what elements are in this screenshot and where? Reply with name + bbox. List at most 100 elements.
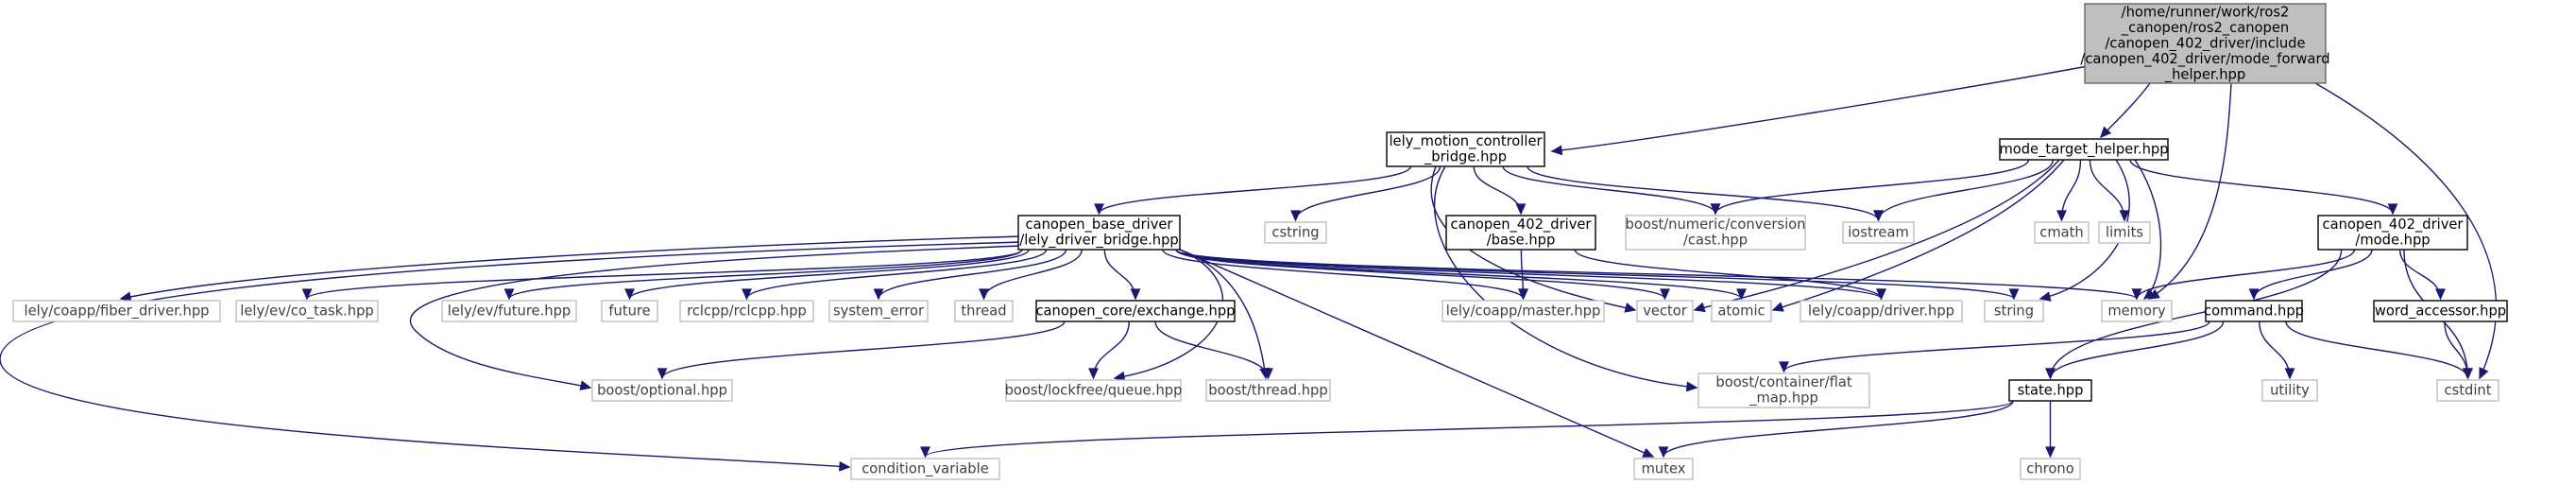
edge-line [1154, 320, 1270, 379]
edge-arrowhead [2045, 368, 2056, 380]
edge-arrowhead [979, 288, 989, 301]
edge-state-to-condvar [920, 400, 2014, 459]
node-fiber: lely/coapp/fiber_driver.hpp [12, 300, 221, 322]
edge-cbd-to-string [1175, 249, 2020, 301]
node-coappdriver: lely/coapp/driver.hpp [1800, 300, 1963, 322]
node-bthread: boost/thread.hpp [1205, 379, 1331, 402]
edge-line [409, 245, 1023, 389]
node-lockfree: boost/lockfree/queue.hpp [1005, 379, 1182, 402]
node-box [2084, 3, 2327, 84]
edge-cbd-to-atomic [1175, 249, 1747, 301]
node-box [679, 300, 814, 322]
node-flatmap: boost/container/flat_map.hpp [1697, 372, 1870, 408]
edge-exchange-to-bthread [1154, 320, 1273, 380]
edge-state-to-mutex [1658, 400, 2014, 459]
node-box [1636, 300, 1694, 322]
edge-mth-to-c402mode [2129, 159, 2398, 216]
edge-command-to-flatmap [1779, 320, 2210, 373]
edge-arrowhead [2100, 126, 2112, 139]
node-root[interactable]: /home/runner/work/ros2_canopen/ros2_cano… [2080, 3, 2330, 84]
edge-mth-to-bnc [1710, 159, 2030, 216]
node-label-line: atomic [1717, 303, 1765, 319]
node-label-line: boost/optional.hpp [597, 382, 727, 398]
edge-arrowhead [1693, 302, 1706, 313]
edge-arrowhead [742, 288, 752, 301]
node-lmcb[interactable]: lely_motion_controller_bridge.hpp [1386, 131, 1545, 167]
node-box [1005, 379, 1182, 402]
edge-arrowhead [1642, 447, 1655, 458]
edge-arrowhead [1771, 302, 1784, 312]
edge-cbd-to-optional [409, 245, 1023, 390]
edge-line [1103, 249, 1136, 300]
edge-line [1175, 249, 1883, 300]
nodes-layer: /home/runner/work/ros2_canopen/ros2_cano… [12, 3, 2508, 480]
node-box [1386, 131, 1545, 167]
edge-arrowhead [2284, 368, 2295, 380]
node-label-line: condition_variable [862, 460, 989, 476]
node-box [441, 300, 577, 322]
edge-arrowhead [2039, 291, 2052, 302]
edge-root-to-memory [2147, 82, 2232, 300]
edge-lmcb-to-cbd [1094, 165, 1411, 216]
edge-arrowhead [503, 288, 515, 301]
edge-arrowhead [657, 368, 668, 380]
edge-arrowhead [2008, 288, 2020, 301]
edge-arrowhead [1660, 288, 1670, 301]
node-label-line: lely_motion_controller [1389, 133, 1543, 149]
node-box [2436, 379, 2499, 402]
edge-arrowhead [1876, 288, 1886, 301]
edge-c402base-to-master [1518, 249, 1528, 301]
edge-line [1663, 400, 2014, 458]
edge-c402mode-to-command [2248, 249, 2373, 301]
edge-line [2253, 249, 2373, 300]
node-wordacc[interactable]: word_accessor.hpp [2373, 300, 2508, 322]
node-label-line: string [1994, 303, 2034, 319]
node-label-line: /canopen_402_driver/mode_forward [2080, 51, 2329, 67]
edge-arrowhead [1685, 381, 1698, 392]
edge-arrowhead [1515, 203, 1527, 216]
node-label-line: utility [2270, 382, 2310, 398]
node-exchange[interactable]: canopen_core/exchange.hpp [1035, 300, 1236, 322]
edge-arrowhead [1130, 288, 1141, 301]
node-state[interactable]: state.hpp [2008, 379, 2092, 402]
edge-state-to-chrono [2045, 400, 2056, 459]
node-cbd[interactable]: canopen_base_driver/lely_driver_bridge.h… [1017, 215, 1181, 251]
node-box [1442, 300, 1605, 322]
edge-line [1092, 320, 1131, 379]
node-cmath: cmath [2034, 221, 2090, 244]
edge-line [1574, 249, 1883, 300]
edge-root-to-mth [2100, 82, 2151, 139]
node-label-line: /cast.hpp [1683, 233, 1748, 249]
node-mth[interactable]: mode_target_helper.hpp [1999, 138, 2169, 161]
edge-cbd-to-exchange [1103, 249, 1141, 301]
edge-line [508, 249, 1023, 300]
node-c402base[interactable]: canopen_402_driver/base.hpp [1445, 215, 1596, 251]
node-label-line: lely/coapp/driver.hpp [1808, 303, 1954, 319]
edge-arrowhead [1518, 288, 1528, 301]
node-cotask: lely/ev/co_task.hpp [235, 300, 379, 322]
node-label-line: chrono [2026, 460, 2073, 476]
node-command[interactable]: command.hpp [2204, 300, 2304, 322]
node-box [828, 300, 929, 322]
edge-line [1179, 249, 1654, 458]
edge-line [1175, 249, 1743, 300]
node-label-line: lely/ev/future.hpp [448, 303, 571, 319]
edge-line [2049, 249, 2343, 379]
edge-line [878, 249, 1067, 300]
node-utility: utility [2261, 379, 2318, 402]
node-label-line: /base.hpp [1487, 233, 1556, 249]
node-box [1842, 221, 1915, 244]
edge-line [1434, 165, 1697, 389]
node-label-line: iostream [1848, 224, 1909, 240]
edge-arrowhead [2435, 288, 2446, 301]
node-c402mode[interactable]: canopen_402_driver/mode.hpp [2317, 215, 2468, 251]
edge-line [661, 320, 1066, 379]
node-label-line: boost/container/flat [1715, 374, 1851, 390]
node-label-line: limits [2106, 224, 2143, 240]
edge-line [0, 241, 1023, 468]
node-label-line: rclcpp/rclcpp.hpp [687, 303, 807, 319]
node-box [2020, 458, 2081, 480]
edge-arrowhead [1263, 368, 1273, 380]
edge-line [924, 400, 2014, 458]
edge-mth-to-atomic [1771, 159, 2065, 312]
